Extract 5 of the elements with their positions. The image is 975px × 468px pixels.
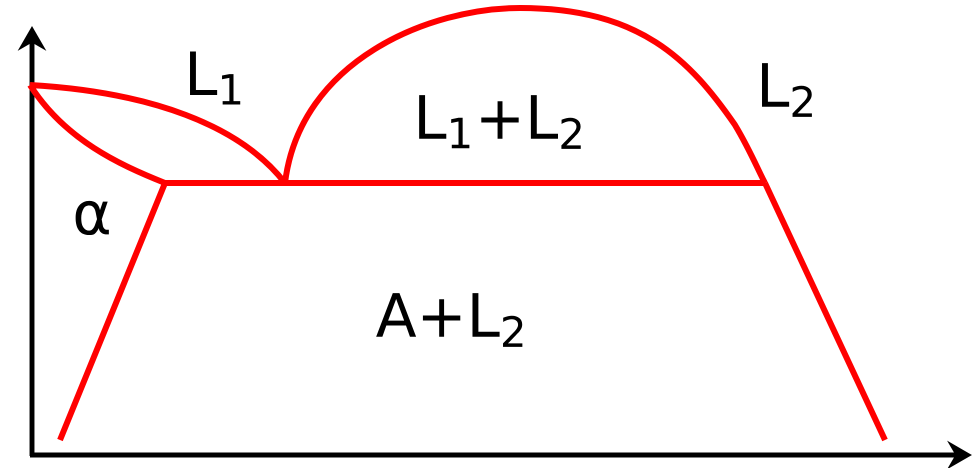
- region-label: L$_{1}$: [190, 51, 240, 105]
- region-label: L$_{2}$: [762, 63, 812, 117]
- region-label: α: [76, 200, 109, 236]
- region-label: A+L$_{2}$: [376, 293, 522, 347]
- region-label: L$_{1}$+L$_{2}$: [419, 95, 581, 149]
